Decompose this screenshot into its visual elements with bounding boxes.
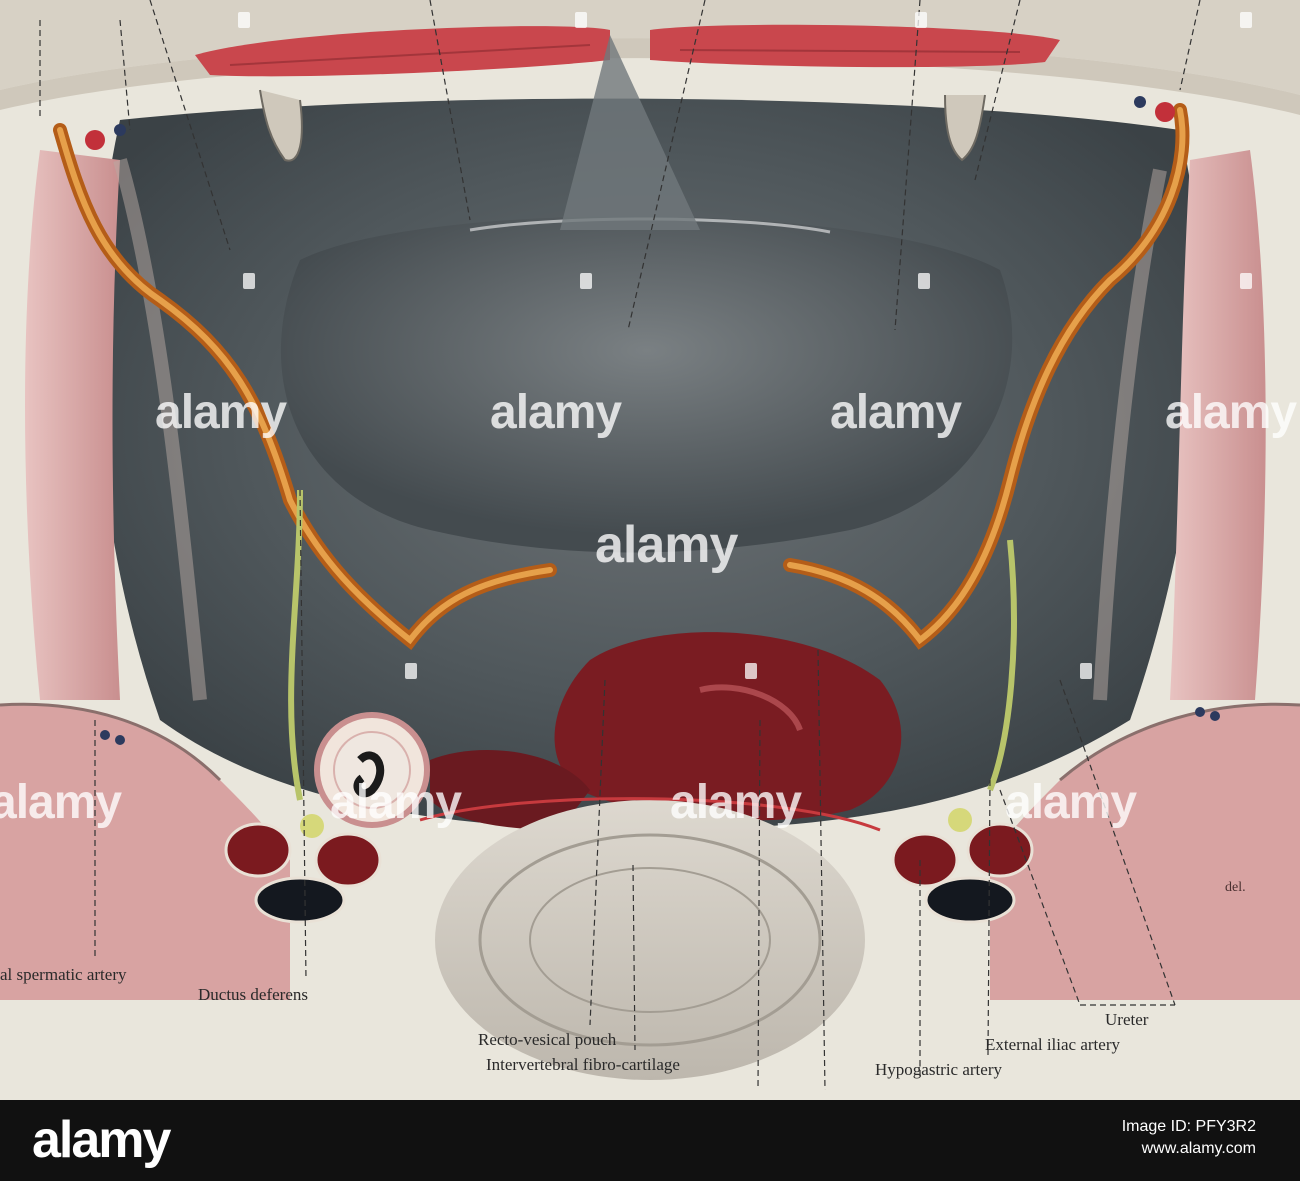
- artist-signature: del.: [1225, 880, 1246, 895]
- footer-info: Image ID: PFY3R2 www.alamy.com: [1122, 1110, 1256, 1170]
- watermark-row1-2: alamy: [490, 386, 622, 439]
- watermark-dot: [1080, 663, 1092, 679]
- label-ductus-deferens: Ductus deferens: [198, 985, 308, 1004]
- label-ureter: Ureter: [1105, 1010, 1149, 1029]
- watermark-dot: [745, 663, 757, 679]
- label-external-iliac-artery: External iliac artery: [985, 1035, 1120, 1054]
- watermark-row1-3: alamy: [830, 386, 962, 439]
- anatomical-plate: alamy alamy alamy alamy alamy alamy alam…: [0, 0, 1300, 1091]
- footer-bar: [0, 1100, 1300, 1181]
- right-iliac-vessels: [891, 808, 1034, 924]
- watermark-dot: [918, 273, 930, 289]
- watermark-row1-4: alamy: [1165, 386, 1297, 439]
- image-id: Image ID: PFY3R2: [1121, 1118, 1256, 1135]
- left-iliac-vessels: [224, 814, 382, 924]
- watermark-left-edge: alamy: [0, 776, 122, 829]
- watermark-dot: [575, 12, 587, 28]
- watermark-dot: [243, 273, 255, 289]
- watermark-row2-2: alamy: [670, 776, 802, 829]
- label-intervertebral-fibro-cartilage: Intervertebral fibro-cartilage: [486, 1055, 680, 1074]
- watermark-dot: [915, 12, 927, 28]
- watermark-row2-3: alamy: [1005, 776, 1137, 829]
- watermark-center: alamy: [595, 516, 738, 574]
- watermark-dot: [580, 273, 592, 289]
- site-url: www.alamy.com: [1141, 1140, 1256, 1157]
- watermark-dot: [238, 12, 250, 28]
- watermark-row1-1: alamy: [155, 386, 287, 439]
- label-internal-spermatic-artery: al spermatic artery: [0, 965, 127, 984]
- label-recto-vesical-pouch: Recto-vesical pouch: [478, 1030, 617, 1049]
- watermark-dot: [1240, 12, 1252, 28]
- watermark-row2-1: alamy: [330, 776, 462, 829]
- footer-logo: alamy: [32, 1111, 171, 1169]
- watermark-dot: [405, 663, 417, 679]
- watermark-dot: [1240, 273, 1252, 289]
- label-hypogastric-artery: Hypogastric artery: [875, 1060, 1002, 1079]
- pelvis-illustration: [0, 0, 1300, 1091]
